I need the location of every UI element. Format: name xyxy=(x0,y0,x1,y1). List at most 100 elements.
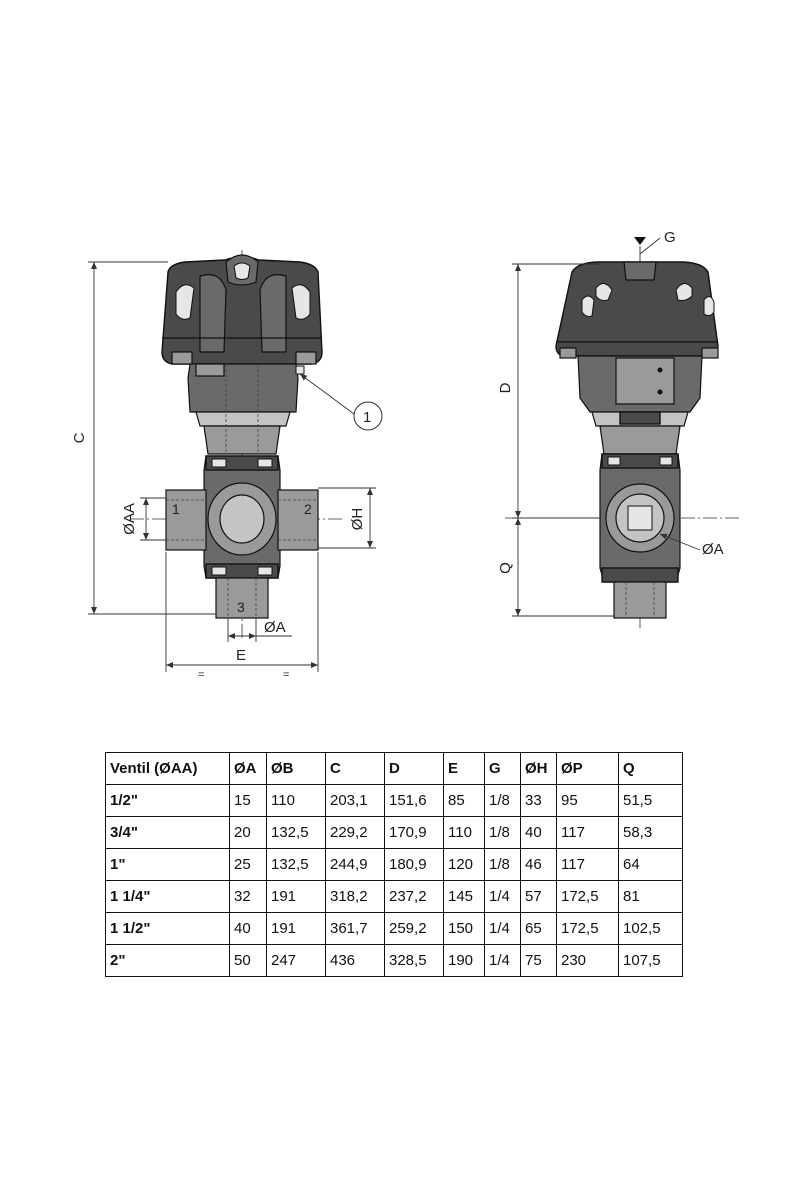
table-cell: 170,9 xyxy=(384,816,444,849)
table-cell: 191 xyxy=(266,912,326,945)
table-cell: 33 xyxy=(520,784,557,817)
table-cell: 229,2 xyxy=(325,816,385,849)
table-cell: 40 xyxy=(229,912,267,945)
table-cell: 95 xyxy=(556,784,619,817)
table-cell: 46 xyxy=(520,848,557,881)
header-cell: ØP xyxy=(556,752,619,785)
table-cell: 237,2 xyxy=(384,880,444,913)
port-label-2: 2 xyxy=(304,501,312,517)
table-cell: 145 xyxy=(443,880,485,913)
equal-mark-right: = xyxy=(283,669,289,681)
side-actuator-neck xyxy=(577,355,703,455)
dim-q xyxy=(512,518,614,617)
table-cell: 85 xyxy=(443,784,485,817)
table-cell: 50 xyxy=(229,944,267,977)
table-cell: 3/4" xyxy=(105,816,230,849)
dim-label-q: Q xyxy=(497,562,514,574)
table-cell: 151,6 xyxy=(384,784,444,817)
table-cell: 1/2" xyxy=(105,784,230,817)
table-cell: 191 xyxy=(266,880,326,913)
table-cell: 65 xyxy=(520,912,557,945)
dim-h xyxy=(318,487,376,549)
table-cell: 75 xyxy=(520,944,557,977)
table-cell: 1/8 xyxy=(484,784,521,817)
dim-e xyxy=(165,552,319,672)
table-cell: 110 xyxy=(443,816,485,849)
table-row: 2" 50 247 436 328,5 190 1/4 75 230 107,5 xyxy=(105,944,683,977)
table-row: 1/2" 15 110 203,1 151,6 85 1/8 33 95 51,… xyxy=(105,784,683,817)
table-cell: 150 xyxy=(443,912,485,945)
valve-body xyxy=(165,455,319,619)
header-cell: G xyxy=(484,752,521,785)
table-cell: 1/4 xyxy=(484,880,521,913)
table-cell: 180,9 xyxy=(384,848,444,881)
table-header-row: Ventil (ØAA) ØA ØB C D E G ØH ØP Q xyxy=(105,752,683,785)
header-cell: D xyxy=(384,752,444,785)
table-cell: 1/4 xyxy=(484,944,521,977)
dim-label-g: G xyxy=(664,229,676,246)
port-label-3: 3 xyxy=(237,599,245,615)
table-cell: 57 xyxy=(520,880,557,913)
dimension-table: Ventil (ØAA) ØA ØB C D E G ØH ØP Q 1/2" … xyxy=(105,752,683,977)
table-cell: 328,5 xyxy=(384,944,444,977)
table-cell: 1" xyxy=(105,848,230,881)
table-cell: 244,9 xyxy=(325,848,385,881)
header-cell: ØH xyxy=(520,752,557,785)
table-cell: 361,7 xyxy=(325,912,385,945)
dim-c xyxy=(88,261,216,615)
table-cell: 132,5 xyxy=(266,816,326,849)
table-cell: 20 xyxy=(229,816,267,849)
table-cell: 32 xyxy=(229,880,267,913)
table-cell: 15 xyxy=(229,784,267,817)
table-cell: 1/4 xyxy=(484,912,521,945)
dim-label-c: C xyxy=(71,432,88,443)
thread-g-marker xyxy=(634,237,661,262)
dim-label-a-side: ØA xyxy=(702,541,724,558)
table-cell: 1 1/4" xyxy=(105,880,230,913)
header-cell: Ventil (ØAA) xyxy=(105,752,230,785)
table-cell: 25 xyxy=(229,848,267,881)
table-cell: 102,5 xyxy=(618,912,683,945)
table-cell: 1/8 xyxy=(484,816,521,849)
table-cell: 51,5 xyxy=(618,784,683,817)
table-cell: 40 xyxy=(520,816,557,849)
callout-number: 1 xyxy=(363,409,371,426)
header-cell: ØA xyxy=(229,752,267,785)
table-cell: 259,2 xyxy=(384,912,444,945)
dim-d xyxy=(512,263,600,519)
table-cell: 318,2 xyxy=(325,880,385,913)
table-cell: 64 xyxy=(618,848,683,881)
header-cell: ØB xyxy=(266,752,326,785)
table-cell: 436 xyxy=(325,944,385,977)
dim-a-front xyxy=(227,618,292,642)
dim-label-e: E xyxy=(236,647,246,664)
port-label-1: 1 xyxy=(172,501,180,517)
side-view: G D Q ØA xyxy=(497,229,740,630)
table-cell: 172,5 xyxy=(556,880,619,913)
table-cell: 1 1/2" xyxy=(105,912,230,945)
header-cell: C xyxy=(325,752,385,785)
table-row: 1" 25 132,5 244,9 180,9 120 1/8 46 117 6… xyxy=(105,848,683,881)
header-cell: E xyxy=(443,752,485,785)
table-cell: 107,5 xyxy=(618,944,683,977)
dim-aa xyxy=(140,497,166,541)
table-cell: 120 xyxy=(443,848,485,881)
table-cell: 81 xyxy=(618,880,683,913)
actuator-cap xyxy=(161,254,323,365)
callout-leader xyxy=(299,373,383,431)
table-cell: 117 xyxy=(556,816,619,849)
table-row: 3/4" 20 132,5 229,2 170,9 110 1/8 40 117… xyxy=(105,816,683,849)
table-row: 1 1/2" 40 191 361,7 259,2 150 1/4 65 172… xyxy=(105,912,683,945)
header-cell: Q xyxy=(618,752,683,785)
table-cell: 230 xyxy=(556,944,619,977)
table-cell: 2" xyxy=(105,944,230,977)
table-cell: 58,3 xyxy=(618,816,683,849)
dim-label-d: D xyxy=(497,382,514,393)
front-view: C ØAA ØH 1 2 3 ØA xyxy=(71,250,383,681)
table-cell: 110 xyxy=(266,784,326,817)
side-valve-body xyxy=(599,453,681,619)
dim-label-h: ØH xyxy=(349,508,366,531)
equal-mark-left: = xyxy=(198,669,204,681)
actuator-neck xyxy=(187,363,305,455)
side-actuator-cap xyxy=(555,261,719,359)
